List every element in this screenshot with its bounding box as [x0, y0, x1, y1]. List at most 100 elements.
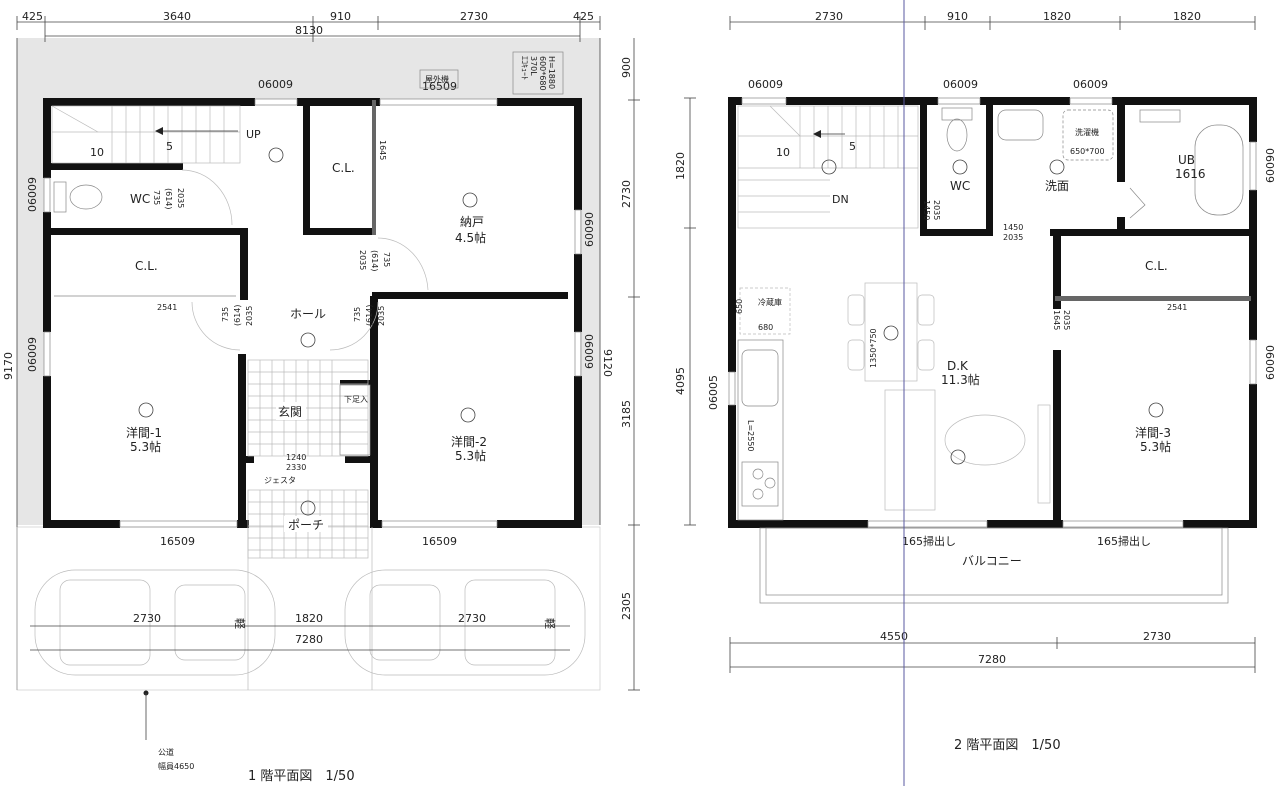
f1-dim-top-425a: 425: [22, 10, 43, 23]
f1-room-storage-size: 4.5帖: [455, 230, 486, 245]
f2-room-cl: C.L.: [1145, 259, 1168, 273]
f1-window-top-right: 16509: [422, 80, 457, 93]
f1-dim-top-2730: 2730: [460, 10, 488, 23]
f2-room-western3: 洋間-3: [1135, 425, 1171, 440]
f2-fridge-680: 680: [758, 323, 773, 332]
f2-window-top1: 06009: [748, 78, 783, 91]
f1-door-wc-2035: 2035: [176, 188, 185, 208]
f1-room-porch: ポーチ: [288, 518, 324, 532]
f1-window-bottom-right: 16509: [422, 535, 457, 548]
f1-door-cl-upper: 1645: [378, 140, 387, 160]
f1-door-storage-2035: 2035: [358, 250, 367, 270]
f1-door-wc-614: (614): [164, 188, 173, 210]
f1-entrance-door-1240: 1240: [286, 453, 306, 462]
f1-dim-bottom-2730a: 2730: [133, 612, 161, 625]
f1-water-heater-line4: H=1880: [547, 56, 556, 89]
f2-window-bottom-right: 165掃出し: [1097, 534, 1151, 548]
f1-door-hall-right-735: 735: [353, 307, 362, 322]
f1-door-hall-left-614: (614): [233, 304, 242, 326]
f1-room-entrance: 玄関: [278, 404, 302, 419]
f2-dim-top-1820a: 1820: [1043, 10, 1071, 23]
f2-window-bottom-left: 165掃出し: [902, 534, 956, 548]
f1-water-heater-line2: 370L: [529, 56, 538, 76]
f2-window-left: 06005: [707, 375, 720, 410]
f2-dim-bottom-4550: 4550: [880, 630, 908, 643]
f2-room-ub-size: 1616: [1175, 167, 1206, 181]
f2-dining-table: [847, 282, 1051, 511]
f2-dim-total-bottom: 7280: [978, 653, 1006, 666]
f2-door-w3-2035: 2035: [1062, 310, 1071, 330]
f1-entrance-door-2330: 2330: [286, 463, 306, 472]
f1-gesta: ジェスタ: [264, 476, 296, 485]
f2-stairs-10: 10: [776, 146, 790, 159]
f2-door-wash-2035: 2035: [1003, 233, 1023, 242]
f1-road-name: 公道: [158, 747, 174, 757]
f2-washer: 洗濯機: [1075, 127, 1099, 137]
f2-title: 2 階平面図 1/50: [954, 738, 1061, 753]
f1-dim-bottom-1820: 1820: [295, 612, 323, 625]
f2-door-wash-1450: 1450: [1003, 223, 1023, 232]
f2-window-right-top: 06009: [1263, 148, 1276, 183]
f1-stairs-5: 5: [166, 140, 173, 153]
f2-room-wc: WC: [950, 179, 970, 193]
f2-room-dk: D.K: [947, 359, 969, 373]
f1-room-western2-size: 5.3帖: [455, 448, 486, 463]
f2-door-w3-1645: 1645: [1052, 310, 1061, 330]
f1-stairs-10: 10: [90, 146, 104, 159]
f1-window-bottom-left: 16509: [160, 535, 195, 548]
f1-dim-bottom-2730b: 2730: [458, 612, 486, 625]
f1-car-mark-right: 軽: [543, 618, 556, 629]
f1-shoe-cabinet: 下足入: [344, 395, 368, 404]
f1-dim-right-2730: 2730: [620, 180, 633, 208]
f1-dim-top-425b: 425: [573, 10, 594, 23]
f2-walls: [728, 97, 1257, 528]
f1-window-right-top: 06009: [582, 212, 595, 247]
f2-dim-left-1820: 1820: [674, 152, 687, 180]
f2-fridge-650: 650: [735, 299, 744, 314]
f2-stairs: [737, 105, 919, 229]
f1-dim-right-900: 900: [620, 57, 633, 78]
f2-room-balcony: バルコニー: [962, 554, 1022, 568]
f2-door-wc-2035: 2035: [932, 200, 941, 220]
f1-window-left-mid: 06009: [26, 337, 39, 372]
f1-dim-total-top: 8130: [295, 24, 323, 37]
f1-door-cl-left: 2541: [157, 303, 177, 312]
f1-room-western1-size: 5.3帖: [130, 439, 161, 454]
f1-dim-left-9170: 9170: [2, 352, 15, 380]
f1-title: 1 階平面図 1/50: [248, 769, 355, 784]
f2-kitchen: [737, 339, 784, 521]
floor1-plan: 425 3640 910 2730 425 8130 9170 900 2730…: [2, 10, 640, 784]
f2-fridge-label: 冷蔵庫: [758, 297, 782, 307]
f1-door-storage-614: (614): [370, 250, 379, 272]
f1-door-hall-right-2035: 2035: [377, 306, 386, 326]
f1-door-hall-left-2035: 2035: [245, 306, 254, 326]
f2-stairs-5: 5: [849, 140, 856, 153]
f1-door-hall-left-735: 735: [221, 307, 230, 322]
f1-dim-total-bottom: 7280: [295, 633, 323, 646]
f1-entrance-tiles: [247, 359, 369, 559]
f2-window-top3: 06009: [1073, 78, 1108, 91]
f1-door-wc-735: 735: [152, 190, 161, 205]
f2-dim-top-2730: 2730: [815, 10, 843, 23]
f2-window-right-mid: 06009: [1263, 345, 1276, 380]
f2-window-top2: 06009: [943, 78, 978, 91]
f1-room-cl-left: C.L.: [135, 259, 158, 273]
f1-walls: [43, 98, 582, 528]
f1-room-cl-upper: C.L.: [332, 161, 355, 175]
f1-room-western1: 洋間-1: [126, 425, 162, 440]
f2-room-western3-size: 5.3帖: [1140, 439, 1171, 454]
f1-window-left-top: 06009: [26, 177, 39, 212]
f2-dim-top-910: 910: [947, 10, 968, 23]
f2-kitchen-length: L=2550: [746, 420, 755, 452]
f2-room-ub: UB: [1178, 153, 1195, 167]
f1-dim-top-910: 910: [330, 10, 351, 23]
f2-dim-top-1820b: 1820: [1173, 10, 1201, 23]
f1-water-heater-line1: ｴｺｷｭｰﾄ: [520, 56, 529, 80]
f2-room-dk-size: 11.3帖: [941, 372, 980, 387]
f1-parking-cars: [16, 527, 586, 690]
f1-room-wc: WC: [130, 192, 150, 206]
f2-table-size: 1350*750: [869, 328, 878, 368]
f1-window-right-mid: 06009: [582, 334, 595, 369]
f1-dim-top-3640: 3640: [163, 10, 191, 23]
